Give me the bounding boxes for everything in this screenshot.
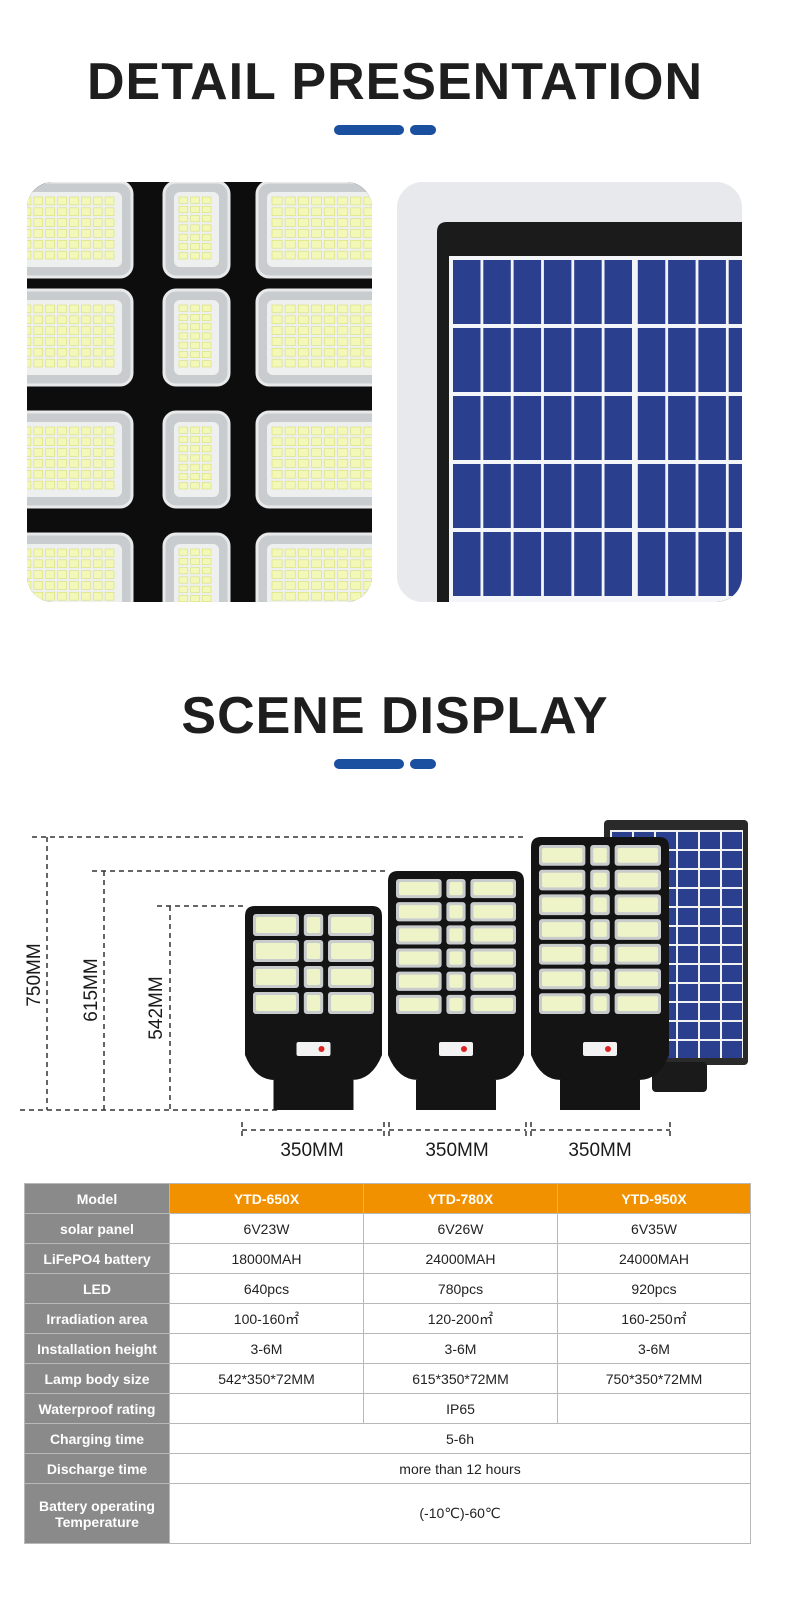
detail-presentation-title: DETAIL PRESENTATION	[86, 53, 704, 111]
height-label-750: 750MM	[24, 943, 45, 1006]
cell: (-10℃)-60℃	[169, 1483, 751, 1544]
table-header-row: Model YTD-650X YTD-780X YTD-950X	[24, 1183, 751, 1214]
table-row: Discharge time more than 12 hours	[24, 1453, 751, 1484]
height-label-615: 615MM	[81, 958, 102, 1021]
cell: 24000MAH	[557, 1243, 751, 1274]
row-label: LED	[24, 1273, 170, 1304]
width-label-780: 350MM	[425, 1140, 488, 1161]
table-row: Irradiation area 100-160㎡ 120-200㎡ 160-2…	[24, 1303, 751, 1334]
row-label: Charging time	[24, 1423, 170, 1454]
row-label: Irradiation area	[24, 1303, 170, 1334]
row-label: Installation height	[24, 1333, 170, 1364]
row-label: Discharge time	[24, 1453, 170, 1484]
row-label: solar panel	[24, 1213, 170, 1244]
cell: 640pcs	[169, 1273, 364, 1304]
solar-panel-closeup-photo	[397, 182, 742, 602]
cell: 920pcs	[557, 1273, 751, 1304]
width-label-950: 350MM	[568, 1140, 631, 1161]
cell: 3-6M	[169, 1333, 364, 1364]
width-label-650: 350MM	[280, 1140, 343, 1161]
scene-display-title: SCENE DISPLAY	[181, 687, 609, 745]
header-model-label: Model	[24, 1183, 170, 1214]
cell	[557, 1393, 751, 1424]
cell	[169, 1393, 364, 1424]
table-row: Installation height 3-6M 3-6M 3-6M	[24, 1333, 751, 1364]
row-label: Lamp body size	[24, 1363, 170, 1394]
table-row: solar panel 6V23W 6V26W 6V35W	[24, 1213, 751, 1244]
title-underline-decoration	[0, 125, 790, 135]
cell: 160-250㎡	[557, 1303, 751, 1334]
cell: 18000MAH	[169, 1243, 364, 1274]
cell: IP65	[363, 1393, 558, 1424]
cell: 615*350*72MM	[363, 1363, 558, 1394]
cell: 6V26W	[363, 1213, 558, 1244]
cell: 3-6M	[363, 1333, 558, 1364]
row-label: Battery operating Temperature	[24, 1483, 170, 1544]
header-model-950: YTD-950X	[557, 1183, 751, 1214]
cell: 100-160㎡	[169, 1303, 364, 1334]
cell: 542*350*72MM	[169, 1363, 364, 1394]
table-row: LED 640pcs 780pcs 920pcs	[24, 1273, 751, 1304]
solar-panel-graphic	[397, 182, 742, 602]
cell: more than 12 hours	[169, 1453, 751, 1484]
led-closeup-graphic	[27, 182, 372, 602]
title-underline-decoration	[0, 759, 790, 769]
specification-table: Model YTD-650X YTD-780X YTD-950X solar p…	[24, 1183, 751, 1544]
table-row: Lamp body size 542*350*72MM 615*350*72MM…	[24, 1363, 751, 1394]
cell: 3-6M	[557, 1333, 751, 1364]
cell: 6V35W	[557, 1213, 751, 1244]
row-label: LiFePO4 battery	[24, 1243, 170, 1274]
row-label: Waterproof rating	[24, 1393, 170, 1424]
cell: 120-200㎡	[363, 1303, 558, 1334]
header-model-780: YTD-780X	[363, 1183, 558, 1214]
cell: 24000MAH	[363, 1243, 558, 1274]
height-label-542: 542MM	[146, 976, 167, 1039]
led-module-closeup-photo	[27, 182, 372, 602]
cell: 780pcs	[363, 1273, 558, 1304]
cell: 6V23W	[169, 1213, 364, 1244]
row-label-line: Battery operating	[39, 1497, 155, 1514]
row-label-line: Temperature	[55, 1513, 139, 1530]
header-model-650: YTD-650X	[169, 1183, 364, 1214]
table-row: LiFePO4 battery 18000MAH 24000MAH 24000M…	[24, 1243, 751, 1274]
table-row: Battery operating Temperature (-10℃)-60℃	[24, 1483, 751, 1544]
cell: 5-6h	[169, 1423, 751, 1454]
product-size-comparison: 750MM 615MM 542MM 350MM 350MM 350MM	[0, 800, 790, 1180]
table-row: Waterproof rating IP65	[24, 1393, 751, 1424]
cell: 750*350*72MM	[557, 1363, 751, 1394]
table-row: Charging time 5-6h	[24, 1423, 751, 1454]
